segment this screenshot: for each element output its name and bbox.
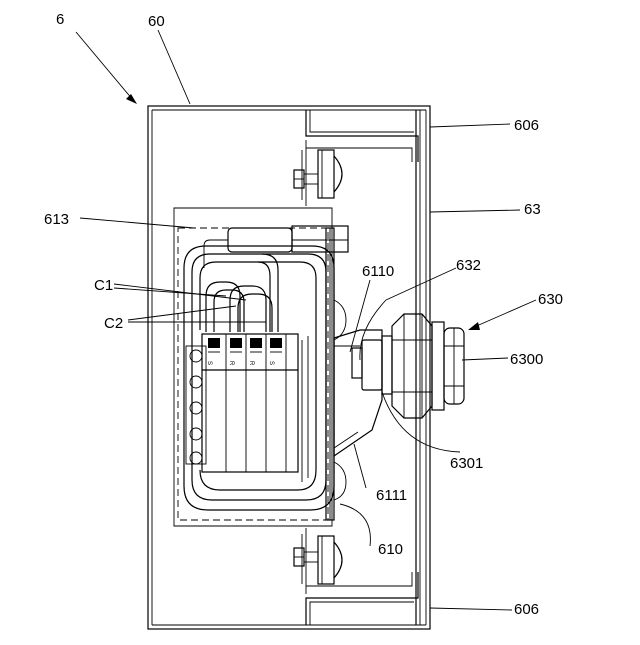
label-630: 630 [538, 291, 563, 308]
label-c2: C2 [104, 315, 123, 332]
label-606-bottom: 606 [514, 601, 539, 618]
terminal-mark-3: R [248, 361, 254, 366]
wire-harness [184, 246, 334, 510]
label-610: 610 [378, 541, 403, 558]
wedge-6111 [334, 330, 382, 456]
label-60: 60 [148, 13, 165, 30]
bottom-fastener [294, 536, 342, 584]
label-c1: C1 [94, 277, 113, 294]
label-63: 63 [524, 201, 541, 218]
label-613: 613 [44, 211, 69, 228]
reference-numerals: 6 60 606 63 613 632 6110 C1 630 C2 6300 … [44, 11, 563, 618]
mounting-plate-610 [326, 228, 334, 520]
label-6301: 6301 [450, 455, 483, 472]
coil [186, 346, 206, 464]
label-6: 6 [56, 11, 64, 28]
cover-plate-63 [416, 110, 420, 625]
terminal-mark-4: S [268, 361, 274, 365]
bracket-606-top [302, 110, 418, 206]
label-6110: 6110 [362, 263, 394, 280]
terminal-mark-1: S [206, 361, 212, 365]
label-632: 632 [456, 257, 481, 274]
label-6111: 6111 [376, 487, 407, 504]
top-fastener [294, 150, 342, 198]
label-606-top: 606 [514, 117, 539, 134]
clips [334, 300, 346, 500]
terminal-mark-2: R [228, 361, 234, 366]
label-6300: 6300 [510, 351, 543, 368]
terminal-block: S R R S [202, 334, 298, 472]
